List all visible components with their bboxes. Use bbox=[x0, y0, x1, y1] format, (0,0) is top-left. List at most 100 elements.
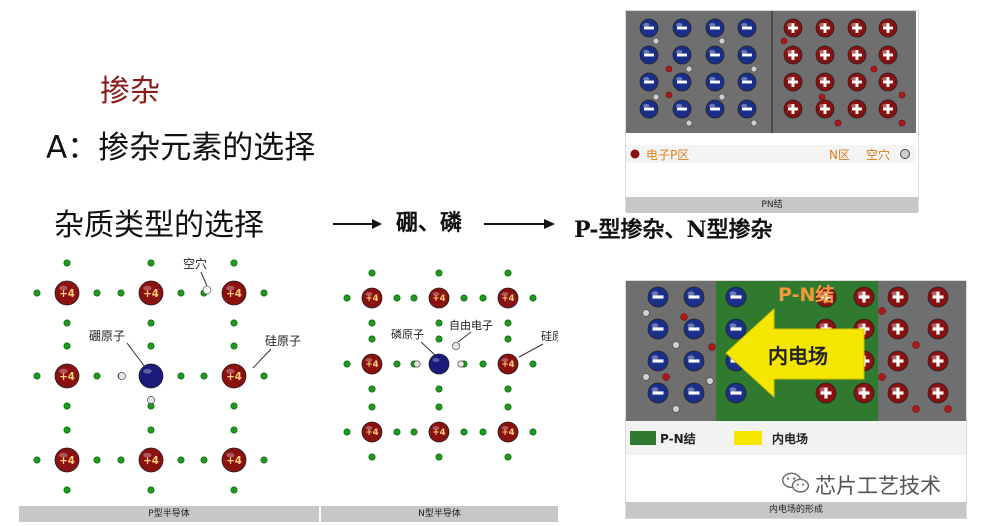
built-in-field-diagram: 内电场 P-N结 P-N结 内电场 bbox=[626, 281, 966, 455]
label-hole: 空穴 bbox=[183, 256, 207, 271]
donor-ion bbox=[815, 286, 837, 308]
hole bbox=[685, 119, 693, 127]
electron bbox=[898, 119, 906, 127]
silicon-atom: +4 bbox=[221, 280, 247, 306]
phosphorus-electron bbox=[413, 360, 421, 368]
phosphorus-atom bbox=[428, 353, 450, 375]
silicon-atom: +4 bbox=[221, 447, 247, 473]
bond-electron bbox=[147, 319, 155, 327]
bond-electron bbox=[177, 456, 185, 464]
silicon-atom: +4 bbox=[497, 353, 519, 375]
bond-electron bbox=[230, 259, 238, 267]
donor-ion bbox=[815, 18, 835, 38]
donor-ion bbox=[887, 318, 909, 340]
acceptor-ion bbox=[683, 318, 705, 340]
donor-ion bbox=[927, 350, 949, 372]
legend-field-label: 内电场 bbox=[772, 431, 808, 446]
silicon-atom: +4 bbox=[138, 447, 164, 473]
acceptor-ion bbox=[725, 286, 747, 308]
bond-electron bbox=[460, 428, 468, 436]
acceptor-ion bbox=[737, 45, 757, 65]
electron bbox=[662, 373, 670, 381]
bond-electron bbox=[260, 372, 268, 380]
donor-ion bbox=[927, 382, 949, 404]
acceptor-ion bbox=[705, 18, 725, 38]
donor-ion bbox=[815, 382, 837, 404]
bond-electron bbox=[33, 289, 41, 297]
silicon-atom: +4 bbox=[497, 287, 519, 309]
legend-hole: 空穴 bbox=[866, 147, 890, 162]
electron bbox=[680, 313, 688, 321]
hole bbox=[642, 309, 650, 317]
svg-text:+4: +4 bbox=[365, 294, 378, 304]
silicon-atom: +4 bbox=[361, 421, 383, 443]
hole bbox=[750, 119, 758, 127]
field-arrow bbox=[725, 307, 865, 399]
bond-electron bbox=[63, 426, 71, 434]
acceptor-ion bbox=[639, 99, 659, 119]
bond-electron bbox=[33, 372, 41, 380]
electron bbox=[780, 37, 788, 45]
svg-text:+4: +4 bbox=[226, 456, 242, 467]
bond-electron bbox=[393, 294, 401, 302]
bond-electron bbox=[435, 335, 443, 343]
hole bbox=[706, 377, 714, 385]
svg-text:+4: +4 bbox=[59, 289, 75, 300]
donor-ion bbox=[887, 382, 909, 404]
hole bbox=[718, 37, 726, 45]
acceptor-ion bbox=[647, 318, 669, 340]
legend-hole-icon bbox=[900, 149, 910, 159]
bond-electron bbox=[435, 319, 443, 327]
donor-ion bbox=[783, 72, 803, 92]
legend-n-region: N区 bbox=[829, 148, 850, 162]
electron bbox=[878, 373, 886, 381]
acceptor-ion bbox=[725, 318, 747, 340]
bond-electron bbox=[343, 360, 351, 368]
bond-electron bbox=[117, 456, 125, 464]
silicon-atom: +4 bbox=[361, 353, 383, 375]
bond-electron bbox=[147, 426, 155, 434]
bond-electron bbox=[230, 402, 238, 410]
donor-ion bbox=[878, 72, 898, 92]
legend-electron-icon bbox=[630, 149, 640, 159]
impurity-type-label: 杂质类型的选择 bbox=[54, 208, 264, 243]
built-in-field-panel: 内电场 P-N结 P-N结 内电场 内电场的形成 bbox=[625, 280, 967, 519]
bond-electron bbox=[435, 403, 443, 411]
bond-electron bbox=[230, 426, 238, 434]
dopant-elements: 硼、磷 bbox=[396, 210, 463, 236]
donor-ion bbox=[927, 318, 949, 340]
bond-electron bbox=[63, 342, 71, 350]
bond-electron bbox=[200, 456, 208, 464]
bond-electron bbox=[529, 360, 537, 368]
legend-pn-swatch bbox=[630, 431, 656, 445]
donor-ion bbox=[783, 18, 803, 38]
bond-electron bbox=[479, 294, 487, 302]
wechat-icon bbox=[782, 472, 810, 493]
acceptor-ion bbox=[683, 286, 705, 308]
donor-ion bbox=[815, 72, 835, 92]
boron-atom bbox=[138, 363, 164, 389]
bond-electron bbox=[410, 294, 418, 302]
pn-junction-panel: 电子P区 N区 空穴 PN结 bbox=[625, 10, 919, 213]
hole bbox=[642, 373, 650, 381]
pn-legend-bar bbox=[626, 145, 916, 163]
bond-electron bbox=[260, 289, 268, 297]
acceptor-ion bbox=[725, 382, 747, 404]
bond-electron bbox=[343, 294, 351, 302]
bond-electron bbox=[368, 453, 376, 461]
bond-electron bbox=[147, 342, 155, 350]
n-type-lattice: +4+4+4+4+4+4+4+4 磷原子 自由电子 硅原子 bbox=[343, 269, 558, 461]
bond-electron bbox=[63, 259, 71, 267]
electron bbox=[818, 93, 826, 101]
acceptor-ion bbox=[647, 350, 669, 372]
svg-text:+4: +4 bbox=[501, 294, 514, 304]
silicon-atom: +4 bbox=[221, 363, 247, 389]
bond-electron bbox=[117, 289, 125, 297]
donor-ion bbox=[847, 45, 867, 65]
bond-electron bbox=[200, 372, 208, 380]
donor-ion bbox=[783, 45, 803, 65]
svg-text:+4: +4 bbox=[59, 372, 75, 383]
acceptor-ion bbox=[705, 99, 725, 119]
donor-ion bbox=[878, 45, 898, 65]
